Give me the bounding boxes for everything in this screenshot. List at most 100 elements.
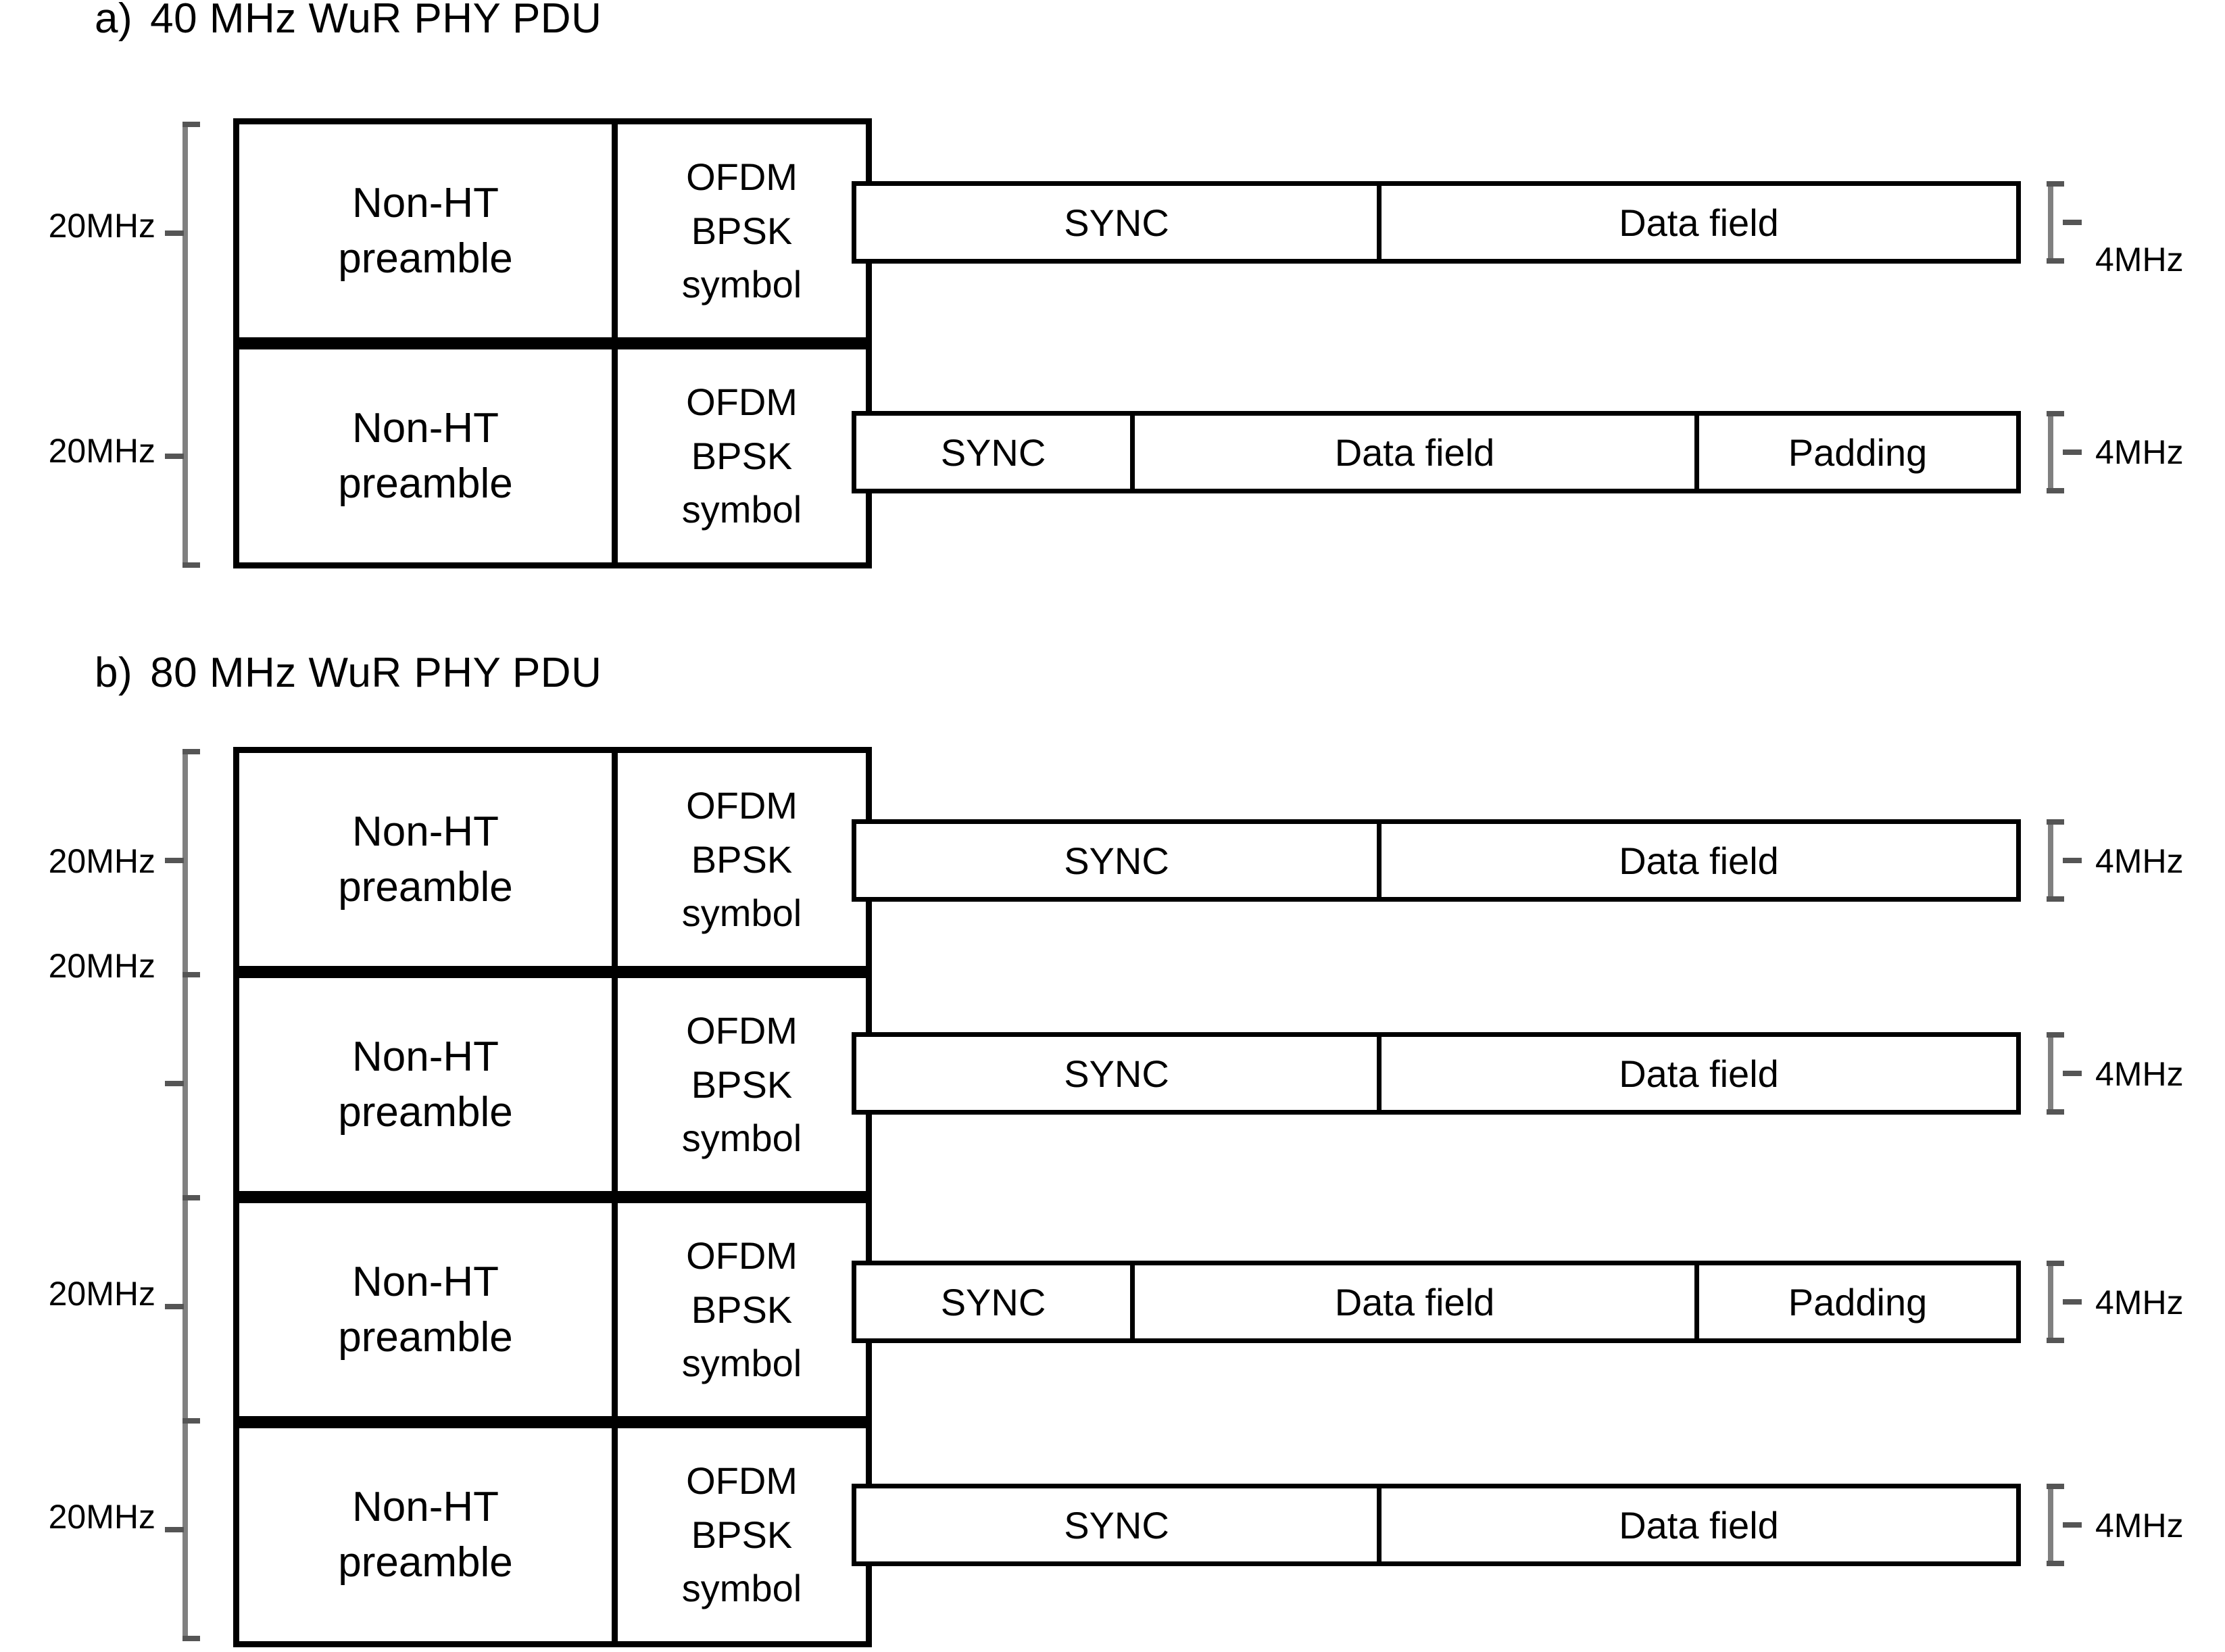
section-b-channel-1-pdu-table: Non-HT preamble OFDM BPSK symbol: [233, 972, 872, 1197]
section-a-caption-text: 40 MHz WuR PHY PDU: [150, 0, 602, 42]
bracket-tick-mid: [2063, 858, 2082, 863]
preamble-line-2: preamble: [338, 1313, 513, 1361]
section-a-channel-1-segment-data-field: Data field: [1130, 416, 1694, 489]
section-b-channel-2-bracket: [165, 1195, 204, 1418]
section-b-channel-2-narrowband-bracket: [2043, 1261, 2082, 1343]
bracket-spine: [182, 122, 188, 345]
section-b-channel-2-segment-padding: Padding: [1694, 1265, 2016, 1338]
section-b-channel-1-segment-data-field: Data field: [1377, 1037, 2016, 1110]
bracket-tick-mid: [2063, 450, 2082, 455]
section-b-channel-1-preamble-cell: Non-HT preamble: [239, 978, 618, 1191]
bracket-tick-top: [2047, 181, 2064, 187]
bracket-spine: [182, 972, 188, 1195]
section-b-channel-2-segment-sync: SYNC: [856, 1265, 1130, 1338]
section-b-channel-0-narrowband-label: 4MHz: [2095, 842, 2184, 880]
section-a-channel-1-databar: SYNC Data field Padding: [852, 411, 2021, 493]
preamble-line-2: preamble: [338, 863, 513, 910]
bracket-tick-top: [182, 972, 200, 977]
preamble-line-1: Non-HT: [351, 808, 499, 855]
bracket-tick-bottom: [2047, 1561, 2064, 1566]
section-a-channel-0-segment-data-field: Data field: [1377, 186, 2016, 259]
section-b-caption-letter: b): [95, 650, 133, 696]
section-b-channel-0-databar: SYNC Data field: [852, 819, 2021, 902]
section-a-channel-0-bandwidth-label: 20MHz: [48, 207, 155, 245]
section-b-channel-0-bandwidth-label: 20MHz: [48, 842, 155, 880]
bracket-tick-mid: [165, 858, 184, 863]
bracket-tick-top: [2047, 1032, 2064, 1038]
preamble-line-1: Non-HT: [351, 1033, 499, 1080]
ofdm-line-3: symbol: [681, 263, 802, 306]
section-b-channel-2-databar: SYNC Data field Padding: [852, 1261, 2021, 1343]
preamble-line-2: preamble: [338, 235, 513, 282]
bracket-tick-top: [182, 122, 200, 127]
ofdm-line-1: OFDM: [686, 1234, 798, 1278]
section-b-channel-0-segment-data-field: Data field: [1377, 824, 2016, 897]
section-a-channel-1-segment-sync: SYNC: [856, 416, 1130, 489]
section-a-channel-1-preamble-cell: Non-HT preamble: [239, 349, 618, 562]
section-b-channel-2-bandwidth-label: 20MHz: [48, 1275, 155, 1313]
bracket-tick-mid: [2063, 220, 2082, 225]
bracket-tick-mid: [2063, 1071, 2082, 1076]
section-b-channel-1-bracket: [165, 972, 204, 1195]
section-b-channel-0-ofdm-cell: OFDM BPSK symbol: [618, 753, 866, 966]
ofdm-line-3: symbol: [681, 1117, 802, 1160]
section-a-channel-0-preamble-cell: Non-HT preamble: [239, 124, 618, 337]
section-b-channel-2-segment-data-field: Data field: [1130, 1265, 1694, 1338]
section-a-channel-1-narrowband-label: 4MHz: [2095, 433, 2184, 471]
ofdm-line-2: BPSK: [691, 209, 793, 252]
bracket-spine: [2048, 1484, 2053, 1566]
preamble-line-2: preamble: [338, 1538, 513, 1586]
section-b-caption-text: 80 MHz WuR PHY PDU: [150, 650, 602, 696]
section-a-channel-0-ofdm-cell: OFDM BPSK symbol: [618, 124, 866, 337]
bracket-tick-bottom: [2047, 258, 2064, 264]
bracket-spine: [2048, 1261, 2053, 1343]
ofdm-line-1: OFDM: [686, 381, 798, 424]
preamble-line-2: preamble: [338, 460, 513, 507]
bracket-tick-mid: [2063, 1299, 2082, 1305]
preamble-line-1: Non-HT: [351, 1258, 499, 1305]
bracket-tick-mid: [165, 230, 184, 236]
ofdm-line-2: BPSK: [691, 837, 793, 881]
section-b-channel-3-bracket: [165, 1418, 204, 1641]
ofdm-line-3: symbol: [681, 488, 802, 531]
bracket-tick-mid: [165, 1304, 184, 1309]
section-b-channel-2-pdu-table: Non-HT preamble OFDM BPSK symbol: [233, 1197, 872, 1422]
bracket-tick-top: [182, 749, 200, 754]
ofdm-line-1: OFDM: [686, 1459, 798, 1503]
bracket-tick-top: [2047, 1484, 2064, 1489]
section-b-channel-0-narrowband-bracket: [2043, 819, 2082, 902]
section-b-channel-3-narrowband-bracket: [2043, 1484, 2082, 1566]
section-a-channel-1-bracket: [165, 345, 204, 568]
bracket-tick-mid: [165, 1081, 184, 1086]
section-a-channel-1-segment-padding: Padding: [1694, 416, 2016, 489]
bracket-tick-bottom: [2047, 1338, 2064, 1343]
bracket-tick-top: [182, 1418, 200, 1424]
section-a-channel-0-bracket: [165, 122, 204, 345]
section-b-channel-0-preamble-cell: Non-HT preamble: [239, 753, 618, 966]
bracket-tick-bottom: [2047, 896, 2064, 902]
ofdm-line-3: symbol: [681, 1567, 802, 1610]
section-b-channel-3-ofdm-cell: OFDM BPSK symbol: [618, 1428, 866, 1641]
section-b-channel-3-narrowband-label: 4MHz: [2095, 1507, 2184, 1545]
preamble-line-1: Non-HT: [351, 179, 499, 226]
bracket-spine: [182, 1195, 188, 1418]
section-b-channel-3-pdu-table: Non-HT preamble OFDM BPSK symbol: [233, 1422, 872, 1647]
section-b-channel-1-databar: SYNC Data field: [852, 1032, 2021, 1115]
bracket-tick-top: [2047, 819, 2064, 825]
section-a-channel-1-narrowband-bracket: [2043, 411, 2082, 493]
section-b-channel-0-segment-sync: SYNC: [856, 824, 1377, 897]
ofdm-line-2: BPSK: [691, 1063, 793, 1106]
ofdm-line-2: BPSK: [691, 434, 793, 477]
section-b-channel-3-segment-sync: SYNC: [856, 1488, 1377, 1561]
bracket-spine: [2048, 819, 2053, 902]
bracket-spine: [2048, 1032, 2053, 1115]
bracket-tick-top: [2047, 411, 2064, 416]
preamble-line-2: preamble: [338, 1088, 513, 1136]
section-a-channel-0-databar: SYNC Data field: [852, 181, 2021, 264]
bracket-tick-bottom: [182, 1636, 200, 1641]
bracket-tick-top: [182, 1195, 200, 1200]
bracket-tick-mid: [2063, 1522, 2082, 1528]
bracket-spine: [182, 345, 188, 568]
ofdm-line-1: OFDM: [686, 155, 798, 199]
section-a-channel-1-bandwidth-label: 20MHz: [48, 432, 155, 470]
